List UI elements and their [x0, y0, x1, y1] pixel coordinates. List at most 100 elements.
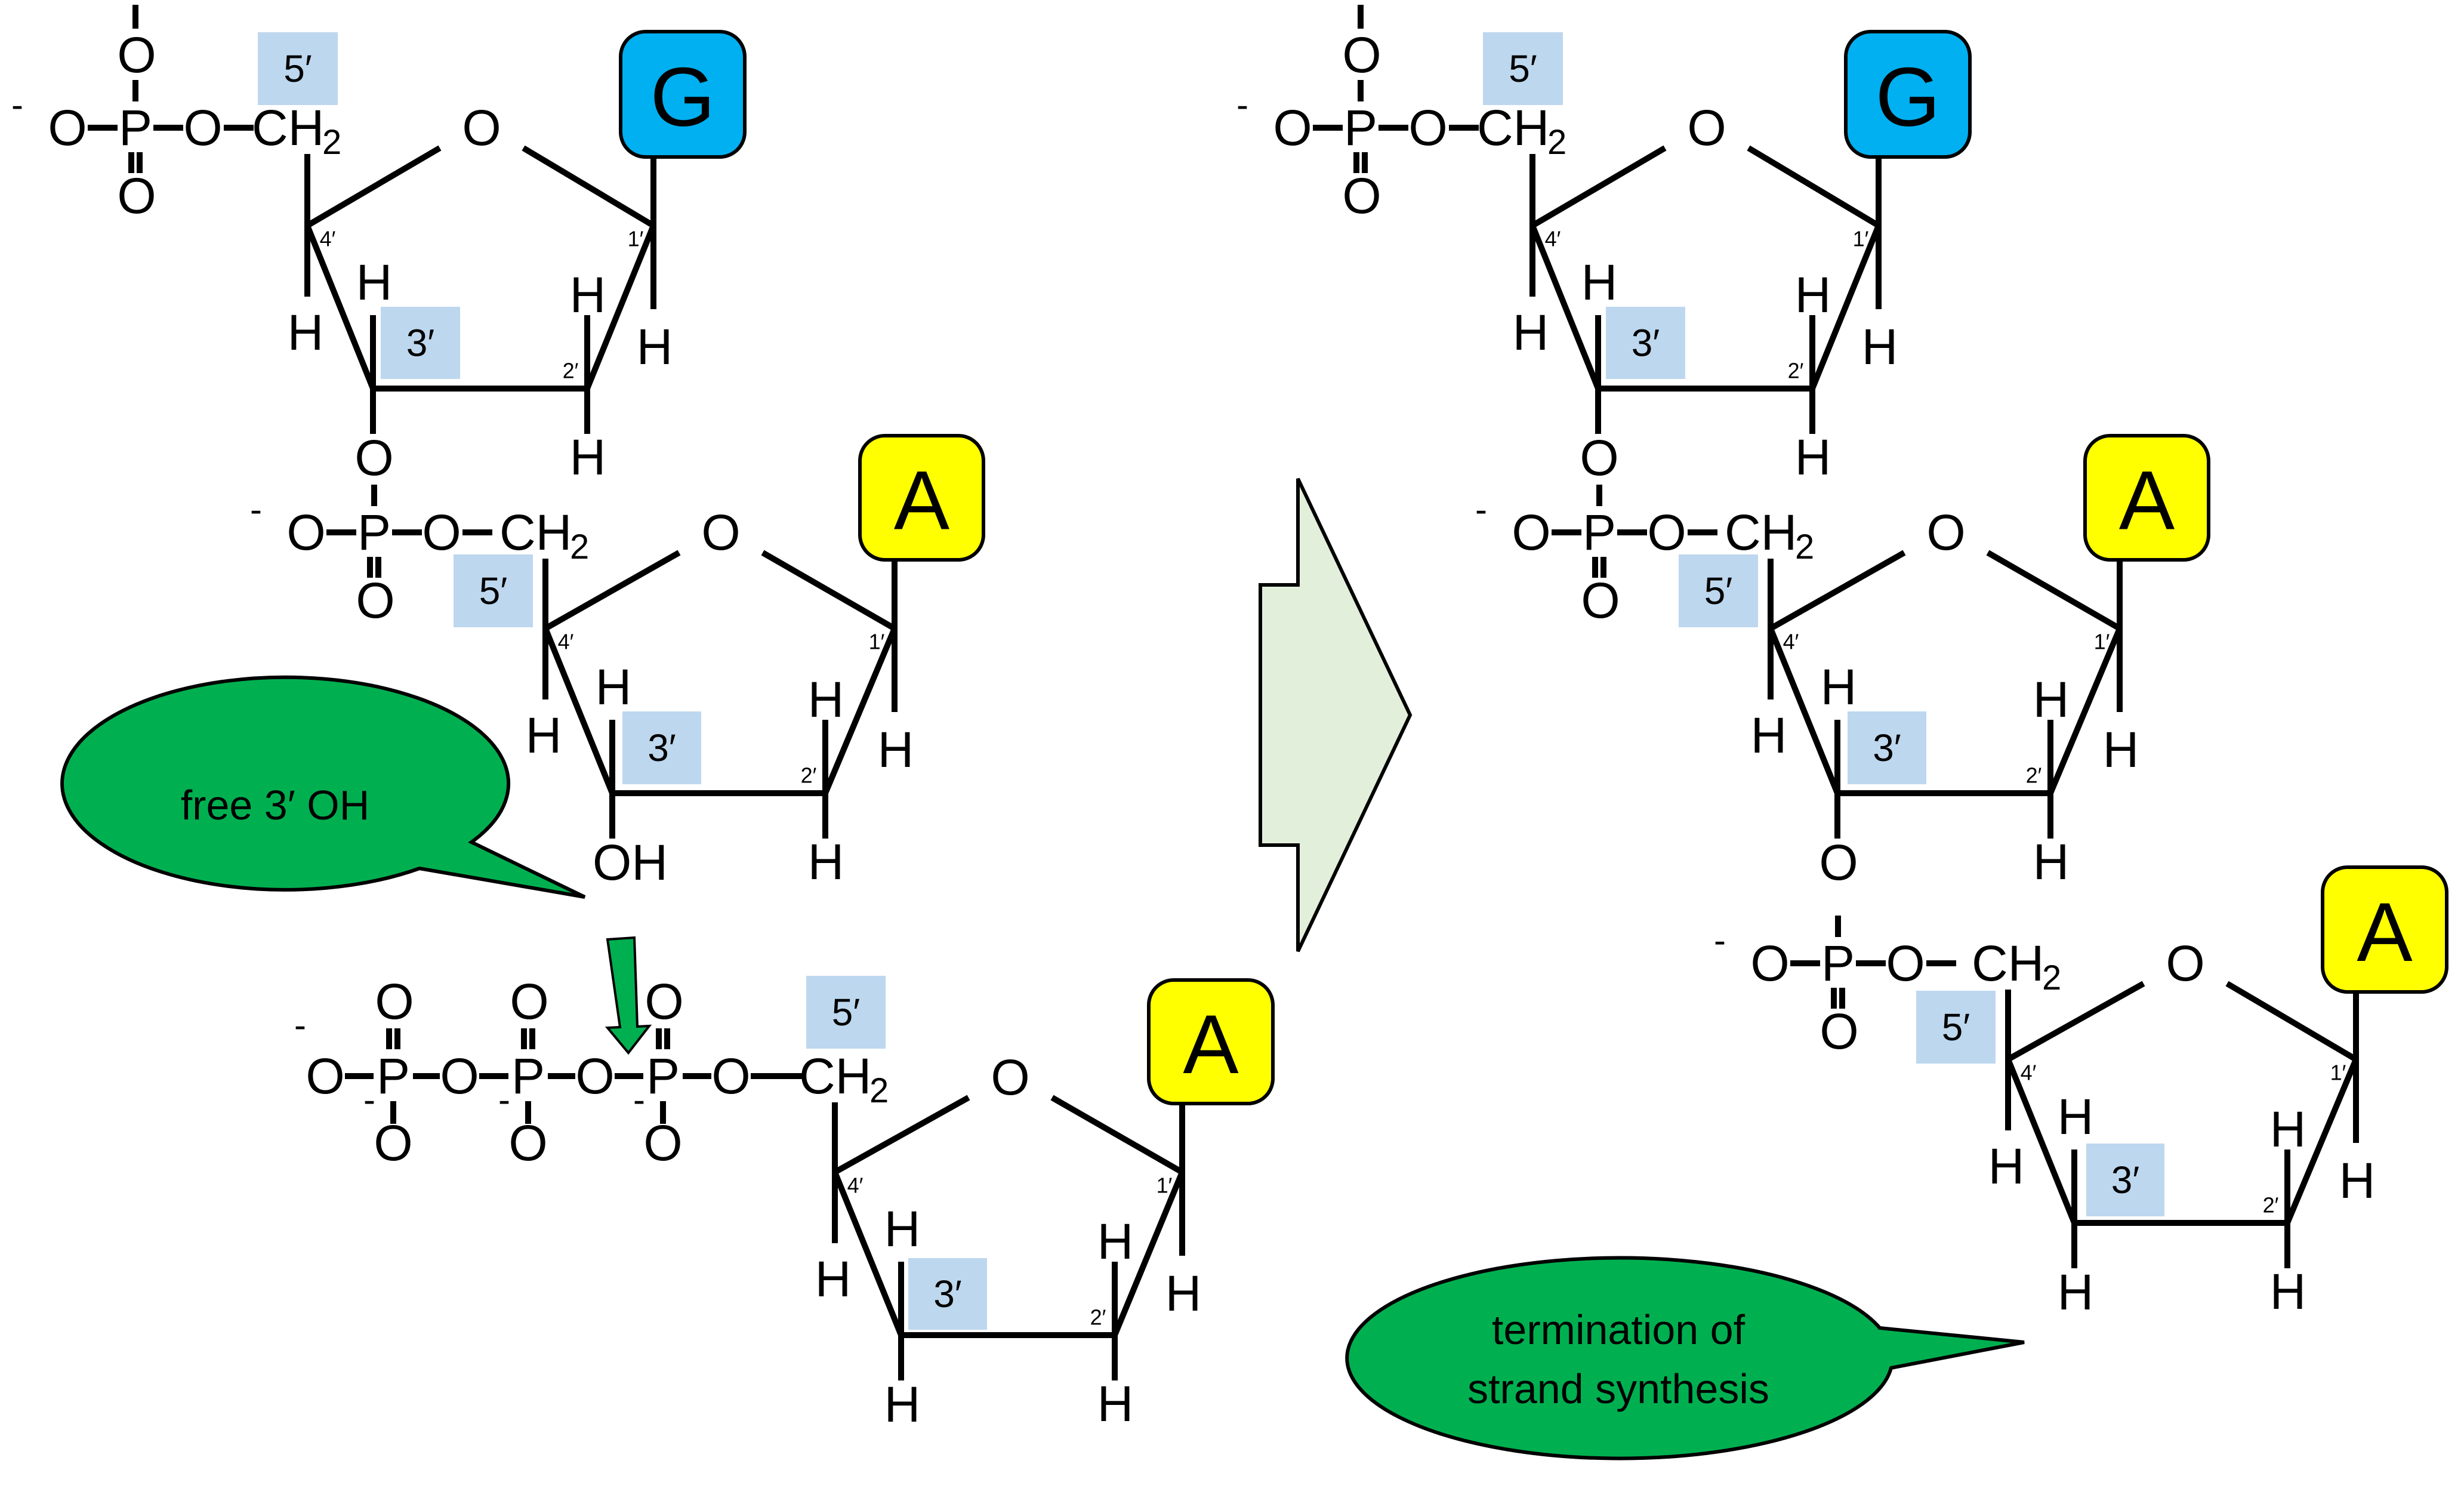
o-c1-ring-bond — [522, 145, 655, 229]
gamma-anionic-oxygen: O — [306, 1048, 344, 1104]
h-c3: H — [356, 254, 393, 310]
h-c4: H — [1513, 304, 1549, 360]
free-3prime-oh-callout: free 3′ OH — [60, 675, 586, 899]
h-c1: H — [1862, 319, 1898, 375]
carbon-1-label: 1′ — [1853, 227, 1869, 251]
guanine-base-box — [619, 30, 747, 159]
carbon-4-label: 4′ — [1545, 227, 1561, 251]
three-prime-oxygen: O — [1819, 834, 1858, 890]
three-prime-label-box — [381, 307, 460, 379]
bridge-oxygen: O — [1408, 100, 1447, 156]
adenine-base-letter: A — [894, 454, 950, 547]
free-three-prime-hydroxyl: OH — [593, 834, 668, 890]
h-c3: H — [2058, 1089, 2094, 1145]
c4-o-ring-bond — [833, 1095, 970, 1175]
three-prime-label-box — [622, 711, 701, 784]
ring-oxygen: O — [2166, 935, 2204, 991]
negative-charge: - — [633, 1080, 645, 1120]
h-c3: H — [1581, 254, 1618, 310]
h-c2-top: H — [570, 267, 606, 323]
bridge-oxygen: O — [440, 1048, 479, 1104]
h-c2-top: H — [1097, 1213, 1134, 1269]
carbon-2-label: 2′ — [2026, 763, 2042, 788]
carbon-2-label: 2′ — [1090, 1305, 1106, 1330]
three-prime-label-box — [1606, 307, 1685, 379]
o-c1-ring-bond — [761, 550, 896, 631]
five-prime-label-text: 5′ — [1942, 1006, 1970, 1049]
three-prime-label: 3′ — [908, 1258, 987, 1330]
negative-charge: - — [1475, 489, 1487, 529]
phosphate-oxo-oxygen: O — [356, 572, 394, 628]
five-prime-label: 5′ — [1483, 32, 1563, 105]
ch2-group: CH — [252, 100, 324, 156]
five-prime-label-box — [806, 976, 886, 1049]
phosphorus: P — [1344, 100, 1377, 156]
h-c4: H — [815, 1251, 852, 1307]
c2-c1-ring-bond — [822, 627, 898, 794]
bridge-oxygen: O — [575, 1048, 614, 1104]
carbon-4-label: 4′ — [2021, 1061, 2037, 1085]
h-c2-bottom: H — [1795, 429, 1831, 485]
alpha-oxo-oxygen: O — [644, 973, 683, 1030]
five-prime-label-box — [258, 32, 338, 105]
c4-c3-ring-bond — [542, 627, 615, 794]
c2-c1-ring-bond — [1809, 224, 1882, 390]
carbon-4-label: 4′ — [847, 1173, 864, 1198]
c4-c3-ring-bond — [1529, 224, 1601, 390]
three-prime-label: 3′ — [1848, 711, 1926, 784]
h-c2-bottom: H — [808, 834, 844, 890]
ring-oxygen: O — [1926, 504, 1965, 560]
c4-c3-ring-bond — [1768, 627, 1840, 794]
alpha-anionic-oxygen: O — [643, 1115, 682, 1171]
phosphate-anionic-oxygen: O — [1750, 935, 1789, 991]
adenine-base: A — [2083, 434, 2210, 562]
h-c1: H — [1165, 1265, 1202, 1321]
phosphorus: P — [357, 504, 391, 560]
five-prime-label: 5′ — [1916, 991, 1996, 1064]
bridge-oxygen: O — [422, 504, 461, 560]
h-c3: H — [1821, 659, 1857, 715]
o-c1-ring-bond — [2225, 981, 2358, 1062]
h-c2-bottom: H — [1097, 1376, 1134, 1432]
beta-phosphorus: P — [511, 1048, 545, 1104]
three-prime-hydrogen: H — [884, 1376, 921, 1432]
ring-oxygen: O — [701, 504, 740, 560]
ring-oxygen: O — [991, 1049, 1029, 1105]
negative-charge: - — [363, 1080, 375, 1120]
guanine-base-letter: G — [650, 50, 716, 144]
c4-c3-ring-bond — [832, 1171, 904, 1336]
ch2-subscript: 2 — [869, 1071, 889, 1110]
five-prime-label-text: 5′ — [1704, 569, 1733, 612]
three-prime-label-box — [2086, 1144, 2164, 1216]
negative-charge: - — [11, 85, 23, 125]
adenine-base-letter: A — [2119, 454, 2175, 547]
carbon-4-label: 4′ — [558, 630, 574, 654]
termination-callout: termination of strand synthesis — [1345, 1256, 2025, 1460]
h-c4: H — [288, 304, 324, 360]
c4-o-ring-bond — [306, 145, 442, 229]
phosphate-anionic-oxygen: O — [1273, 100, 1312, 156]
c4-o-ring-bond — [544, 550, 681, 631]
three-prime-label-text: 3′ — [1873, 726, 1901, 769]
bridge-oxygen: O — [1647, 504, 1686, 560]
gamma-phosphorus: P — [377, 1048, 410, 1104]
three-prime-label-text: 3′ — [406, 322, 435, 365]
c2-c1-ring-bond — [2047, 627, 2123, 794]
ch2-group: CH — [799, 1048, 871, 1104]
gamma-anionic-oxygen: O — [374, 1115, 412, 1171]
five-prime-label-text: 5′ — [479, 569, 508, 612]
h-c1: H — [637, 319, 673, 375]
carbon-1-label: 1′ — [869, 630, 885, 654]
five-prime-label-box — [1483, 32, 1563, 105]
bridge-oxygen: O — [1886, 935, 1925, 991]
negative-charge: - — [294, 1005, 306, 1045]
three-prime-oxygen: O — [1580, 430, 1618, 486]
adenine-base: A — [858, 434, 985, 562]
